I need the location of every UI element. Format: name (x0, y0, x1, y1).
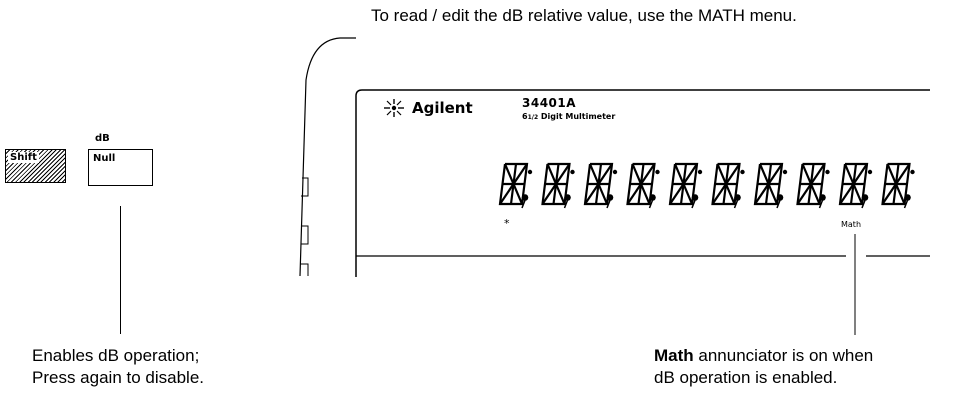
digit-point (867, 169, 873, 175)
digit-segment (881, 163, 911, 205)
display-panel-border (355, 89, 930, 277)
right-caption-line2: dB operation is enabled. (654, 368, 838, 387)
digit-point (740, 169, 745, 175)
digit-comma (521, 194, 529, 209)
left-caption-line1: Enables dB operation; (32, 346, 200, 365)
top-caption: To read / edit the dB relative value, us… (371, 6, 797, 25)
digit-cell (541, 162, 575, 209)
digit-segment (839, 163, 868, 205)
digit-comma (903, 194, 911, 209)
digit-point (910, 169, 915, 175)
brand-name: Agilent (412, 99, 473, 117)
null-key-shifted-label: dB (95, 133, 110, 144)
digit-cell (796, 162, 830, 209)
digit-comma (818, 194, 826, 209)
digit-segment (711, 163, 741, 205)
bezel-tab-3 (300, 263, 309, 276)
digit-comma (861, 194, 869, 209)
right-caption-line1: Math annunciator is on when (654, 345, 873, 367)
model-digits-rest: Digit Multimeter (538, 112, 616, 121)
digit-comma (733, 194, 741, 209)
digit-segment (499, 163, 528, 205)
digit-segment (626, 163, 656, 205)
bezel-tab-1 (301, 177, 309, 197)
digit-cell (583, 162, 618, 209)
null-key-label: Null (93, 153, 116, 164)
digit-comma (648, 194, 656, 209)
model-digits-prefix: 6 (522, 112, 528, 121)
bezel-tab-2 (301, 225, 309, 245)
digit-cell (668, 162, 703, 209)
digit-cell (838, 162, 873, 209)
digit-segment (754, 163, 783, 205)
digit-segment (669, 163, 698, 205)
digit-point (527, 169, 533, 175)
agilent-spark-icon (384, 99, 404, 117)
digit-point (782, 169, 788, 175)
digit-comma (776, 194, 784, 209)
digit-comma (563, 194, 571, 209)
digit-display (498, 162, 915, 209)
digit-point (570, 169, 575, 175)
model-number: 34401A (522, 96, 577, 110)
model-digits-fraction: 1/2 (527, 114, 539, 121)
digit-cell (711, 162, 745, 209)
bezel-curve (299, 37, 356, 277)
digit-segment (541, 163, 571, 205)
model-description: 61/2 Digit Multimeter (522, 112, 615, 121)
digit-segment (584, 163, 613, 205)
right-caption-line1-rest: annunciator is on when (693, 346, 874, 365)
digit-point (612, 169, 618, 175)
digit-comma (606, 194, 614, 209)
shift-key-label: Shift (8, 152, 39, 163)
annunciator-star: * (504, 217, 510, 230)
digit-cell (881, 162, 915, 209)
shift-key[interactable]: Shift (5, 149, 66, 183)
annunciator-math: Math (841, 220, 862, 229)
digit-cell (753, 162, 788, 209)
digit-point (825, 169, 830, 175)
left-caption-line2: Press again to disable. (32, 368, 204, 387)
null-key[interactable]: Null (88, 149, 153, 186)
left-caption: Enables dB operation; Press again to dis… (32, 345, 204, 389)
digit-point (655, 169, 660, 175)
math-word: Math (654, 346, 694, 365)
right-caption: Math annunciator is on when dB operation… (654, 345, 873, 389)
digit-segment (796, 163, 826, 205)
digit-comma (691, 194, 699, 209)
digit-cell (498, 162, 533, 209)
digit-cell (626, 162, 660, 209)
null-leader-line (120, 206, 121, 334)
digit-point (697, 169, 703, 175)
